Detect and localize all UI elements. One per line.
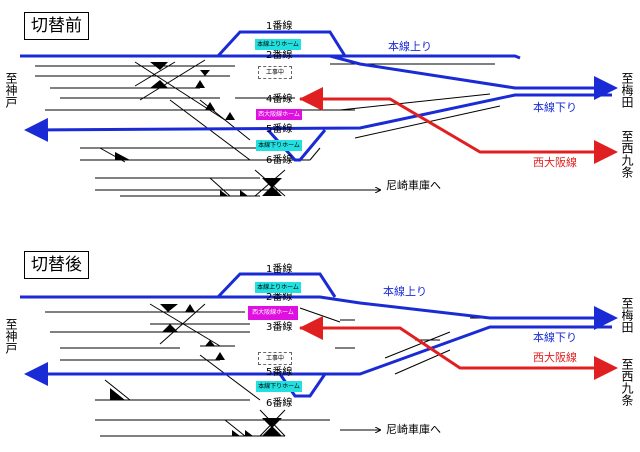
route-label-down: 本線下り — [533, 101, 577, 114]
dest-umeda: 至梅田 — [620, 297, 634, 333]
siding-tracks-before — [35, 59, 501, 197]
dest-nishikujo: 至西九条 — [620, 358, 634, 406]
dest-amagasaki-depot: 尼崎車庫へ — [386, 423, 441, 436]
route-label-up: 本線上り — [383, 285, 427, 298]
track-label-2: 2番線 — [266, 292, 293, 303]
track-label-5: 5番線 — [266, 124, 293, 135]
platform-under-construction: 工事中 — [258, 66, 292, 79]
dest-amagasaki-depot: 尼崎車庫へ — [386, 179, 441, 192]
switch-marks-before — [115, 62, 282, 196]
track-label-2: 2番線 — [266, 50, 293, 61]
dest-kobe: 至神戸 — [4, 72, 18, 108]
switch-marks-after — [110, 304, 282, 436]
dest-umeda: 至梅田 — [620, 72, 634, 108]
route-label-nishiosaka: 西大阪線 — [533, 351, 577, 364]
platform-nishiosaka: 西大阪線ホーム — [256, 109, 302, 120]
platform-up-main: 本線上りホーム — [255, 282, 301, 293]
track-label-1: 1番線 — [266, 21, 293, 32]
panel-title-after: 切替後 — [24, 251, 89, 279]
dest-nishikujo: 至西九条 — [620, 130, 634, 178]
track-label-3: 3番線 — [266, 322, 293, 333]
platform-down-main: 本線下りホーム — [256, 381, 302, 392]
route-label-down: 本線下り — [533, 331, 577, 344]
track-label-6: 6番線 — [266, 398, 293, 409]
panel-title-before: 切替前 — [24, 12, 89, 40]
dest-kobe: 至神戸 — [4, 318, 18, 354]
track-label-1: 1番線 — [266, 264, 293, 275]
platform-up-main: 本線上りホーム — [255, 39, 301, 50]
panel-before — [20, 30, 618, 197]
track-label-5: 5番線 — [266, 367, 293, 378]
platform-down-main: 本線下りホーム — [256, 140, 302, 151]
track-label-6: 6番線 — [266, 155, 293, 166]
route-label-nishiosaka: 西大阪線 — [533, 156, 577, 169]
route-label-up: 本線上り — [388, 40, 432, 53]
track-label-4: 4番線 — [266, 94, 293, 105]
platform-under-construction: 工事中 — [258, 352, 292, 365]
platform-nishiosaka: 西大阪線ホーム — [248, 306, 298, 320]
panel-after — [20, 272, 618, 437]
